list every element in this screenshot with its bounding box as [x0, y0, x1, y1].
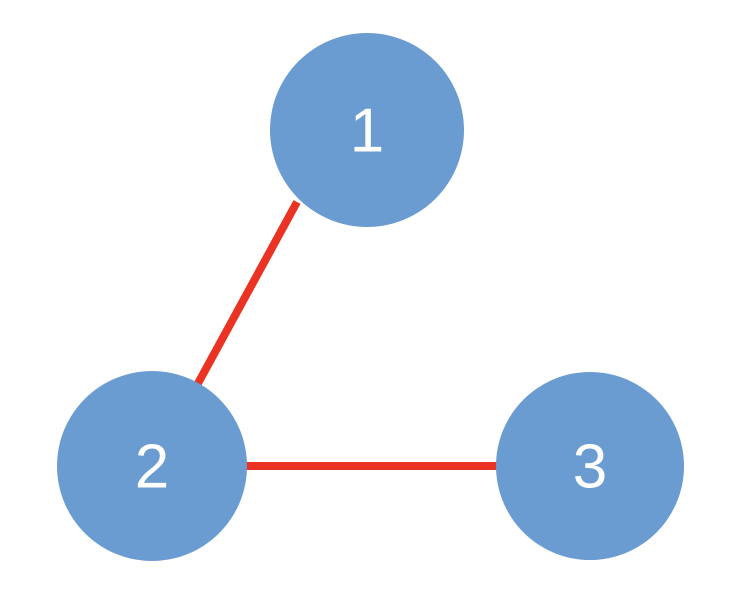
node-1-label: 1 — [350, 97, 384, 166]
edge-1-2[interactable] — [192, 200, 301, 389]
edge-layer — [192, 200, 498, 470]
node-1-circle[interactable] — [270, 33, 464, 227]
node-3-circle[interactable] — [496, 372, 684, 560]
node-3-label: 3 — [573, 433, 607, 502]
node-2-circle[interactable] — [57, 371, 247, 561]
node-2[interactable]: 2 — [57, 371, 247, 561]
node-3[interactable]: 3 — [496, 372, 684, 560]
node-2-label: 2 — [135, 433, 169, 502]
node-1[interactable]: 1 — [270, 33, 464, 227]
